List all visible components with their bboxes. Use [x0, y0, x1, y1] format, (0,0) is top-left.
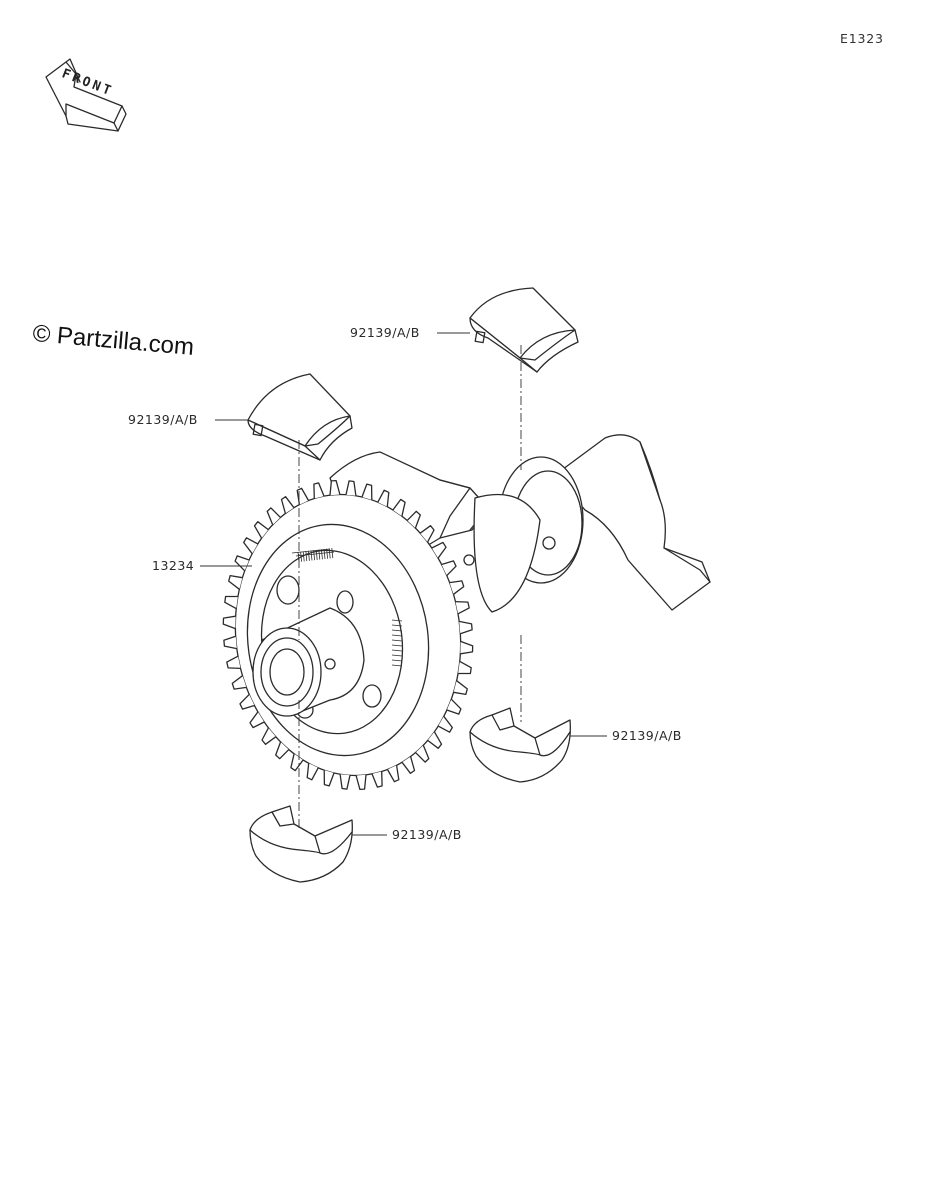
- needle-bearing-rollers: [297, 548, 403, 667]
- gear-teeth: [222, 479, 474, 791]
- part-label-bearing-upper-right[interactable]: 92139/A/B: [350, 325, 420, 340]
- crankshaft-gear: [222, 479, 474, 791]
- bearing-shell-lower-left[interactable]: [249, 805, 353, 883]
- part-label-bearing-lower-right[interactable]: 92139/A/B: [612, 728, 682, 743]
- part-label-bearing-upper-left[interactable]: 92139/A/B: [128, 412, 198, 427]
- front-arrow-icon: FRONT: [45, 58, 127, 132]
- figure-code: E1323: [840, 31, 884, 46]
- part-label-bearing-lower-left[interactable]: 92139/A/B: [392, 827, 462, 842]
- bearing-shell-lower-right[interactable]: [469, 707, 571, 783]
- bearing-shell-upper-left[interactable]: [247, 373, 353, 461]
- bearing-shell-upper-right[interactable]: [469, 287, 579, 373]
- part-label-gear[interactable]: 13234: [152, 558, 195, 573]
